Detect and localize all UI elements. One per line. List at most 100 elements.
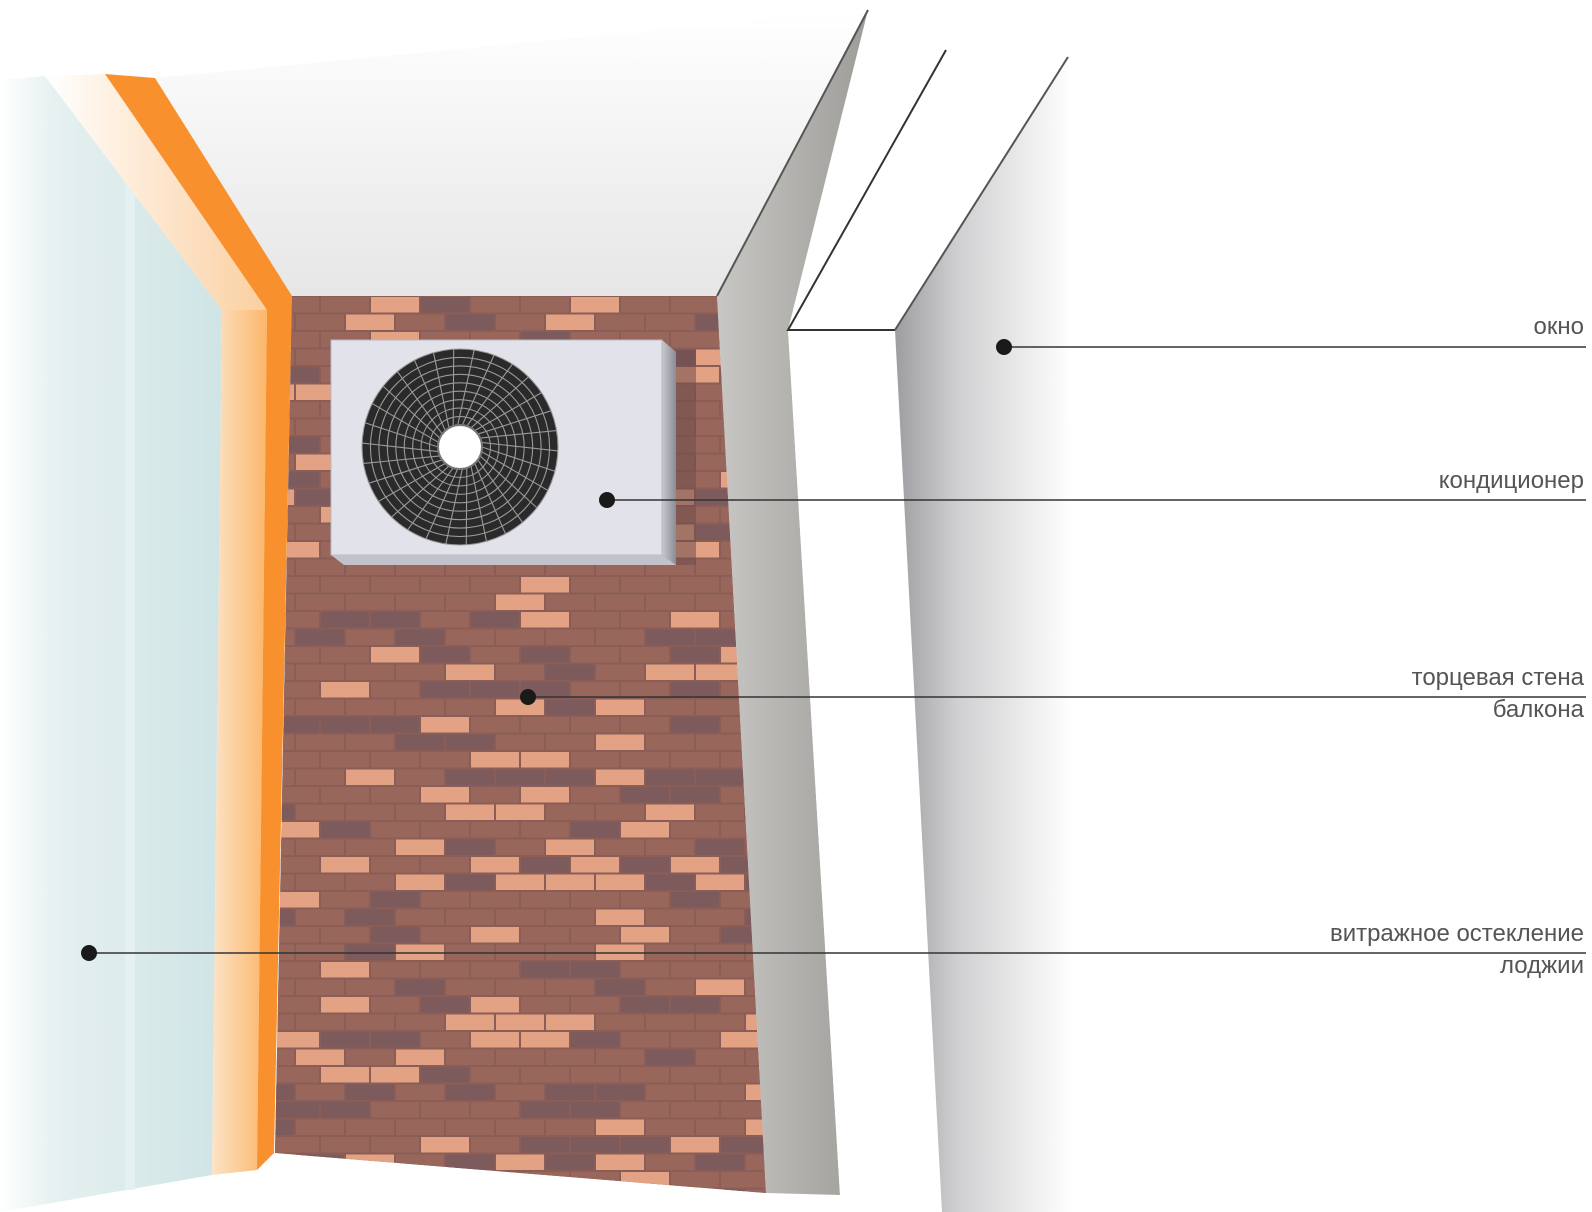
brick	[546, 595, 594, 611]
callout-label: балкона	[1493, 696, 1585, 723]
brick	[571, 647, 619, 663]
brick	[446, 665, 494, 681]
brick	[321, 1137, 369, 1153]
callout-label: витражное остекление	[1330, 920, 1584, 947]
brick	[521, 962, 569, 978]
brick	[321, 612, 369, 628]
brick	[446, 1015, 494, 1031]
brick	[396, 1155, 444, 1171]
callout-label: окно	[1534, 313, 1584, 340]
brick	[446, 840, 494, 856]
brick	[496, 735, 544, 751]
brick	[521, 1137, 569, 1153]
brick	[346, 1190, 394, 1206]
brick	[646, 1120, 694, 1136]
brick	[571, 297, 619, 313]
brick	[471, 1067, 519, 1083]
brick	[321, 1172, 369, 1188]
brick	[471, 997, 519, 1013]
brick	[346, 315, 394, 331]
brick	[496, 875, 544, 891]
brick	[646, 875, 694, 891]
brick	[346, 630, 394, 646]
brick	[421, 1067, 469, 1083]
callout-label: лоджии	[1500, 952, 1584, 979]
brick	[346, 770, 394, 786]
brick	[546, 1190, 594, 1206]
brick	[521, 892, 569, 908]
brick	[421, 752, 469, 768]
brick	[446, 595, 494, 611]
brick	[321, 682, 369, 698]
brick	[471, 927, 519, 943]
brick	[521, 297, 569, 313]
brick	[696, 1155, 744, 1171]
air-conditioner-unit	[331, 340, 696, 565]
brick	[471, 1032, 519, 1048]
brick	[671, 1102, 719, 1118]
brick	[696, 1050, 744, 1066]
brick	[596, 1190, 644, 1206]
brick	[346, 875, 394, 891]
brick	[296, 665, 344, 681]
brick	[346, 595, 394, 611]
brick	[371, 822, 419, 838]
brick	[296, 315, 344, 331]
brick	[346, 735, 394, 751]
brick	[396, 1015, 444, 1031]
brick	[671, 332, 719, 348]
brick	[346, 1155, 394, 1171]
brick	[546, 805, 594, 821]
brick	[371, 1172, 419, 1188]
brick	[646, 595, 694, 611]
brick	[271, 1137, 319, 1153]
brick	[571, 1172, 619, 1188]
brick	[271, 1067, 319, 1083]
brick	[346, 1085, 394, 1101]
brick	[596, 595, 644, 611]
brick	[396, 1190, 444, 1206]
brick	[696, 1015, 744, 1031]
brick	[596, 1085, 644, 1101]
brick	[471, 1102, 519, 1118]
brick	[346, 910, 394, 926]
brick	[521, 1172, 569, 1188]
brick	[421, 647, 469, 663]
brick	[521, 717, 569, 733]
callout-dot	[996, 339, 1012, 355]
brick	[571, 1067, 619, 1083]
brick	[646, 980, 694, 996]
brick	[396, 1120, 444, 1136]
brick	[521, 997, 569, 1013]
brick	[321, 892, 369, 908]
brick	[371, 1067, 419, 1083]
brick	[521, 857, 569, 873]
brick	[621, 612, 669, 628]
brick	[346, 840, 394, 856]
brick	[271, 1102, 319, 1118]
brick	[521, 612, 569, 628]
brick	[671, 962, 719, 978]
brick	[621, 787, 669, 803]
brick	[596, 1120, 644, 1136]
brick	[571, 1032, 619, 1048]
brick	[271, 997, 319, 1013]
brick	[321, 997, 369, 1013]
brick	[421, 857, 469, 873]
brick	[471, 647, 519, 663]
brick	[296, 700, 344, 716]
brick	[296, 840, 344, 856]
brick	[446, 700, 494, 716]
brick	[596, 840, 644, 856]
brick	[646, 700, 694, 716]
brick	[496, 315, 544, 331]
brick	[446, 630, 494, 646]
brick	[646, 630, 694, 646]
brick	[546, 700, 594, 716]
brick	[671, 577, 719, 593]
brick	[521, 577, 569, 593]
brick	[546, 1050, 594, 1066]
brick	[696, 665, 744, 681]
brick	[396, 665, 444, 681]
brick	[396, 1085, 444, 1101]
